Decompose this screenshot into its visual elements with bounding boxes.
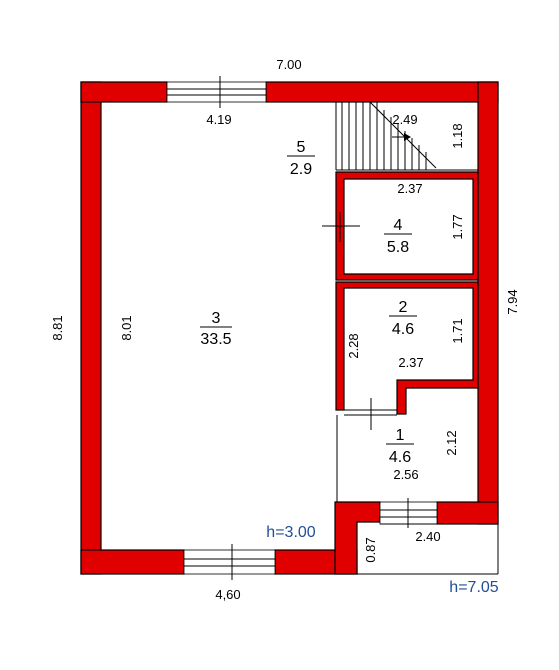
dim-bottom-window: 4,60 — [215, 587, 240, 602]
dim-room4-height: 1.77 — [450, 214, 465, 239]
wall-room4 — [335, 171, 479, 281]
room-2-label: 2 4.6 — [389, 299, 417, 338]
dim-room2-left: 2.28 — [346, 333, 361, 358]
porch — [357, 523, 499, 575]
svg-text:33.5: 33.5 — [200, 331, 231, 348]
wall-right — [477, 81, 499, 525]
svg-text:2: 2 — [399, 299, 408, 316]
dim-stair-depth: 1.18 — [450, 123, 465, 148]
room-labels: 3 33.5 5 2.9 4 5.8 2 4.6 1 4.6 — [200, 139, 417, 466]
svg-text:5: 5 — [297, 139, 306, 156]
svg-text:4.6: 4.6 — [389, 449, 411, 466]
wall-bottom-right — [436, 501, 499, 525]
dim-room1-width: 2.56 — [393, 467, 418, 482]
interior-walls — [322, 171, 479, 502]
svg-text:2.9: 2.9 — [290, 161, 312, 178]
wall-left — [80, 81, 102, 575]
dim-top-window: 4.19 — [206, 112, 231, 127]
room-4-label: 4 5.8 — [384, 217, 412, 256]
svg-text:5.8: 5.8 — [387, 239, 409, 256]
dim-room2-width: 2.37 — [398, 355, 423, 370]
window-top — [166, 81, 267, 103]
stair-arrow-icon — [404, 133, 411, 141]
wall-top-right — [265, 81, 499, 103]
dim-room4-width: 2.37 — [397, 181, 422, 196]
room-3-label: 3 33.5 — [200, 310, 232, 348]
dim-porch-depth: 0.87 — [363, 537, 378, 562]
dim-left-height: 8.81 — [50, 315, 65, 340]
wall-bottom-left — [80, 549, 185, 575]
dim-room2-height: 1.71 — [450, 318, 465, 343]
stairs — [335, 101, 478, 171]
outer-walls — [80, 81, 499, 575]
room-5-label: 5 2.9 — [287, 139, 315, 178]
dim-right-height: 7.94 — [505, 289, 520, 314]
dim-room1-height: 2.12 — [444, 430, 459, 455]
svg-text:4: 4 — [394, 217, 403, 234]
wall-top-left — [80, 81, 168, 103]
window-bottom — [183, 549, 276, 575]
windows — [166, 76, 438, 580]
svg-text:1: 1 — [396, 427, 405, 444]
height-inner: h=3.00 — [266, 524, 315, 541]
dimension-labels: 7.00 8.81 7.94 4.19 4,60 8.01 2.49 1.18 … — [50, 57, 520, 602]
svg-text:4.6: 4.6 — [392, 321, 414, 338]
dim-room3-height: 8.01 — [119, 315, 134, 340]
height-outer: h=7.05 — [449, 579, 498, 596]
room-1-label: 1 4.6 — [386, 427, 414, 466]
dim-porch-width: 2.40 — [415, 529, 440, 544]
dim-stair-width: 2.49 — [392, 112, 417, 127]
dim-top-width: 7.00 — [276, 57, 301, 72]
svg-text:3: 3 — [212, 310, 221, 327]
